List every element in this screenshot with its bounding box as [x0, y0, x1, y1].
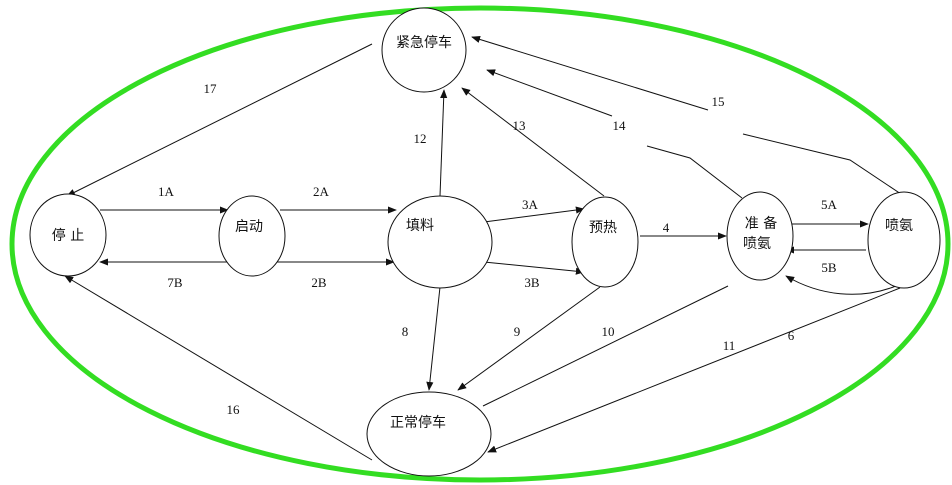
edge-14-arrow: [486, 69, 613, 117]
node-start: [218, 195, 286, 277]
edge-13-label: 13: [513, 118, 526, 133]
edge-16-line: [64, 275, 373, 461]
node-normal: [366, 391, 492, 477]
node-preheat-label: 预热: [589, 220, 617, 236]
edge-14-line: [646, 145, 743, 199]
edge-12-label: 12: [414, 131, 427, 146]
node-emergency: [381, 7, 467, 93]
edge-3B-line: [483, 261, 585, 275]
edge-13-line: [461, 87, 605, 197]
edges: [64, 35, 905, 461]
edge-7B-label: 7B: [167, 275, 183, 290]
edge-11-label: 11: [723, 338, 736, 353]
edge-9-label: 9: [514, 324, 521, 339]
edge-9-line: [457, 286, 601, 391]
nodes: 停 止 启动 填料 预热 准 备 喷氨 喷氨 紧急停车 正常停车: [29, 7, 941, 477]
edge-3B-label: 3B: [524, 275, 540, 290]
edge-8-label: 8: [402, 324, 409, 339]
edge-6-label: 6: [788, 328, 795, 343]
node-spray: [867, 191, 941, 289]
edge-17-label: 17: [204, 81, 218, 96]
node-start-label: 启动: [235, 219, 263, 235]
node-emergency-label: 紧急停车: [396, 34, 452, 51]
edge-11-line: [487, 287, 901, 453]
edge-5B-label: 5B: [821, 260, 837, 275]
edge-10-label: 10: [602, 324, 615, 339]
edge-1A-label: 1A: [158, 184, 175, 199]
edge-15-label: 15: [712, 94, 725, 109]
node-fill-label: 填料: [406, 218, 434, 234]
node-prepare: [726, 191, 794, 281]
edge-2B-label: 2B: [311, 275, 327, 290]
edge-2A-label: 2A: [313, 184, 330, 199]
edge-labels: 1A 7B 2A 2B 3A 3B 4 5A 5B 6 8 9 10 11 12…: [158, 81, 838, 417]
edge-16-label: 16: [227, 402, 241, 417]
edge-3A-line: [483, 206, 585, 223]
node-preheat: [571, 196, 639, 288]
node-prepare-label-2: 喷氨: [743, 236, 771, 252]
node-spray-label: 喷氨: [885, 218, 913, 234]
edge-10-line: [482, 285, 729, 407]
node-stop: [29, 193, 107, 277]
node-normal-label: 正常停车: [390, 414, 446, 431]
edge-12-line: [439, 89, 448, 197]
edge-3A-label: 3A: [522, 197, 539, 212]
frame-ellipse: [9, 5, 951, 483]
node-prepare-label-1: 准 备: [745, 215, 777, 232]
edge-15-line: [742, 133, 905, 197]
edge-5A-label: 5A: [821, 197, 838, 212]
edge-6-line: [785, 275, 897, 295]
edge-8-line: [426, 286, 441, 391]
edge-17-line: [66, 43, 373, 197]
edge-4-label: 4: [663, 220, 670, 235]
node-stop-label: 停 止: [52, 227, 84, 244]
edge-14-label: 14: [613, 118, 627, 133]
node-fill: [387, 195, 493, 289]
edge-15-arrow: [471, 35, 709, 111]
